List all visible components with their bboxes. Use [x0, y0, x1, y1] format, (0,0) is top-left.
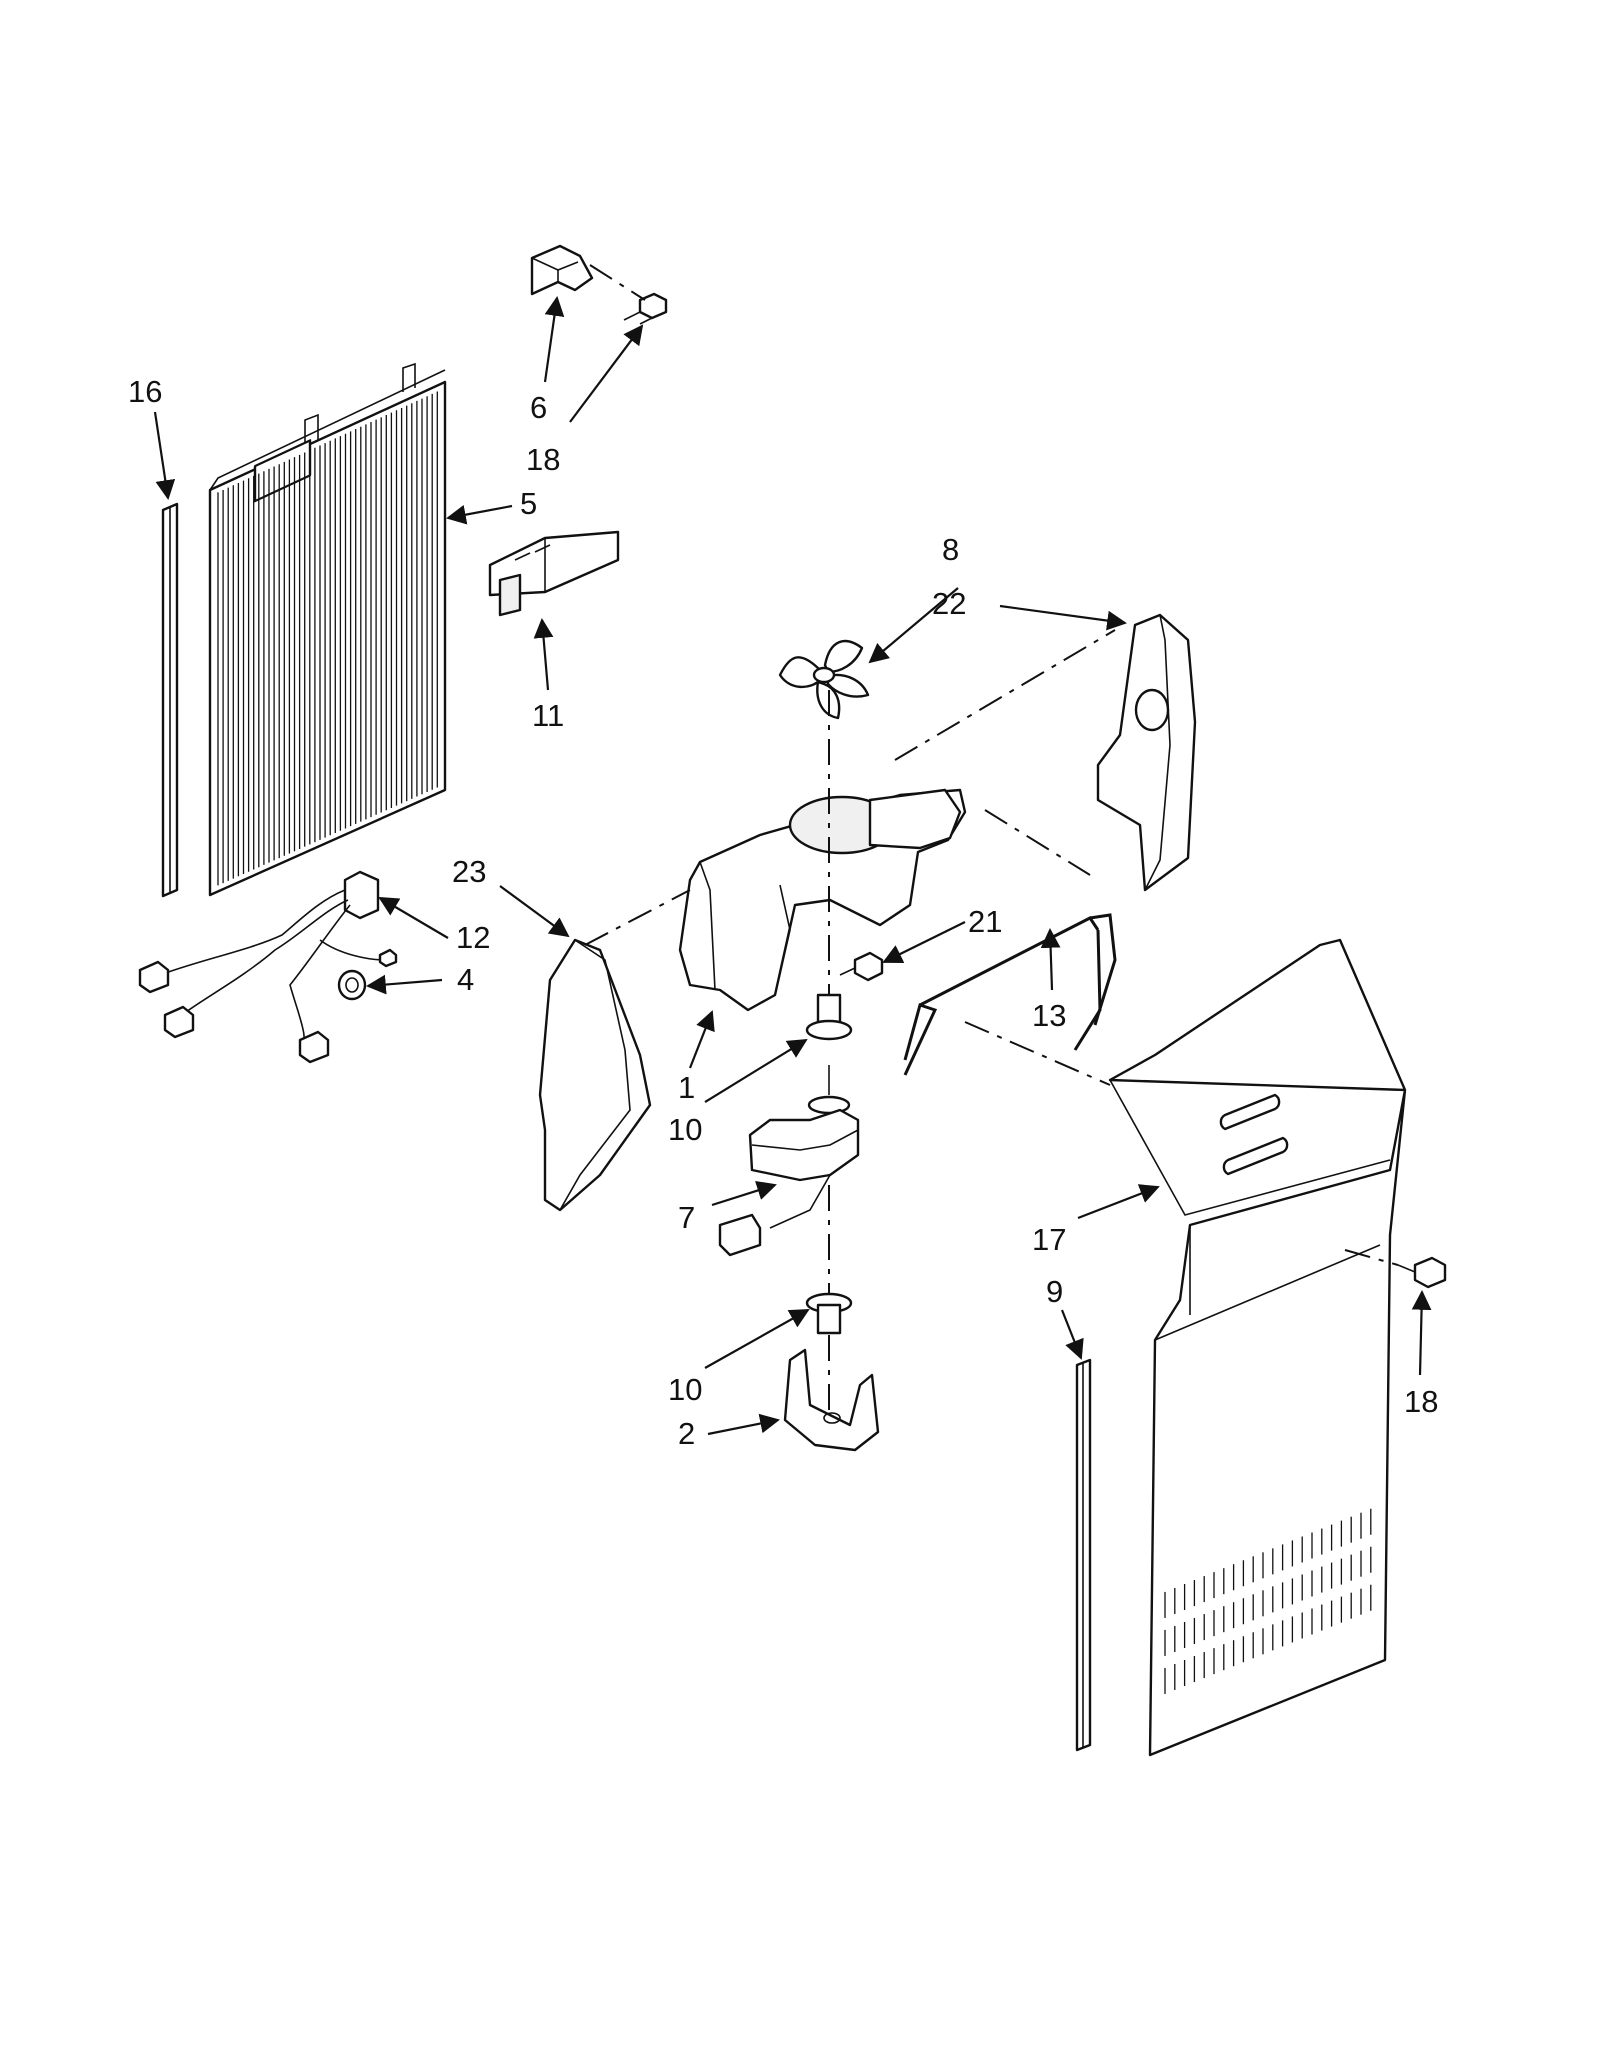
part-1-fan-shroud [678, 788, 967, 1012]
part-17-rear-cover [1108, 938, 1407, 1757]
part-21-screw [839, 951, 884, 982]
callout-16: 16 [128, 374, 162, 409]
part-8-fan-blade [778, 639, 870, 720]
part-10-mount-top [805, 993, 853, 1041]
part-10-mount-bottom [805, 1292, 853, 1335]
part-18-screw-right [1397, 1256, 1447, 1289]
part-22-side-panel [1096, 613, 1197, 892]
callout-10-top: 10 [668, 1112, 702, 1147]
panel-ribs [217, 391, 438, 886]
callout-13: 13 [1032, 998, 1066, 1033]
callout-6: 6 [530, 390, 547, 425]
callout-22: 22 [932, 586, 966, 621]
part-9-strip [1075, 1358, 1092, 1752]
callout-1: 1 [678, 1070, 695, 1105]
callout-12: 12 [456, 920, 490, 955]
callout-18-top: 18 [526, 442, 560, 477]
callout-2: 2 [678, 1416, 695, 1451]
callout-9: 9 [1046, 1274, 1063, 1309]
part-23-side-panel [538, 938, 652, 1212]
callout-5: 5 [520, 486, 537, 521]
callout-10-bottom: 10 [668, 1372, 702, 1407]
callout-21: 21 [968, 904, 1002, 939]
assembly-lines [584, 264, 1399, 1410]
callout-7: 7 [678, 1200, 695, 1235]
part-7-fan-motor [718, 1065, 860, 1257]
part-2-motor-bracket [783, 1348, 880, 1452]
callout-23: 23 [452, 854, 486, 889]
leader-arrows [153, 296, 1432, 1436]
part-4-grommet [337, 969, 367, 1001]
part-12-wire-harness [138, 870, 398, 1064]
callout-11: 11 [532, 698, 564, 733]
part-18-screw-top [623, 292, 668, 325]
callout-17: 17 [1032, 1222, 1066, 1257]
part-6-bracket [530, 244, 594, 296]
callout-4: 4 [457, 962, 474, 997]
callout-labels: 16 6 18 5 11 8 22 23 12 4 21 13 1 10 7 1… [128, 374, 1438, 1451]
cover-vents [1164, 1508, 1372, 1694]
part-16-strip [161, 502, 179, 898]
part-13-wire-bracket [903, 913, 1117, 1076]
callout-18-right: 18 [1404, 1384, 1438, 1419]
part-5-panel [208, 362, 447, 897]
part-11-bracket [488, 530, 620, 617]
callout-8: 8 [942, 532, 959, 567]
